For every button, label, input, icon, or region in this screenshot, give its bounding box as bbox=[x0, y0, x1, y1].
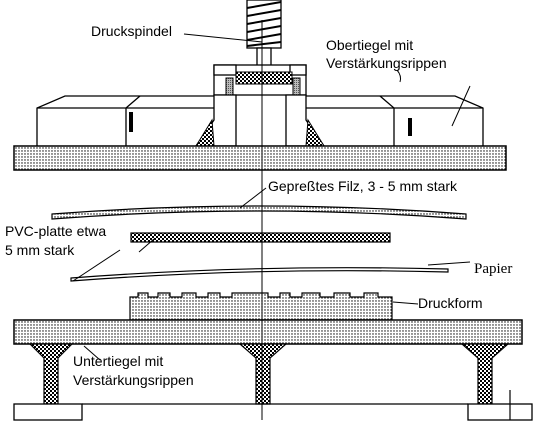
printing-form bbox=[129, 292, 393, 321]
press-spindle bbox=[246, 0, 282, 71]
upper-platen-plate bbox=[13, 145, 507, 171]
label-obertiegel-1: Obertiegel mit bbox=[326, 37, 413, 53]
felt-layer bbox=[51, 205, 467, 220]
upper-platen-hub bbox=[194, 64, 326, 147]
lower-platen-plate bbox=[13, 319, 523, 345]
label-druckform: Druckform bbox=[418, 295, 483, 311]
upper-platen-ribs bbox=[36, 95, 484, 146]
leader-lines bbox=[72, 33, 471, 361]
paper-sheet bbox=[70, 267, 449, 282]
label-obertiegel-2: Verstärkungsrippen bbox=[326, 55, 447, 71]
label-papier: Papier bbox=[474, 261, 512, 277]
label-druckspindel: Druckspindel bbox=[91, 23, 172, 39]
label-untertiegel-2: Verstärkungsrippen bbox=[73, 372, 194, 388]
lower-platen-legs bbox=[13, 343, 533, 421]
label-pvc-2: 5 mm stark bbox=[5, 242, 75, 258]
label-filz: Gepreßtes Filz, 3 - 5 mm stark bbox=[268, 178, 458, 194]
label-untertiegel-1: Untertiegel mit bbox=[73, 353, 163, 369]
pvc-plate bbox=[130, 232, 391, 243]
label-pvc-1: PVC-platte etwa bbox=[5, 223, 106, 239]
